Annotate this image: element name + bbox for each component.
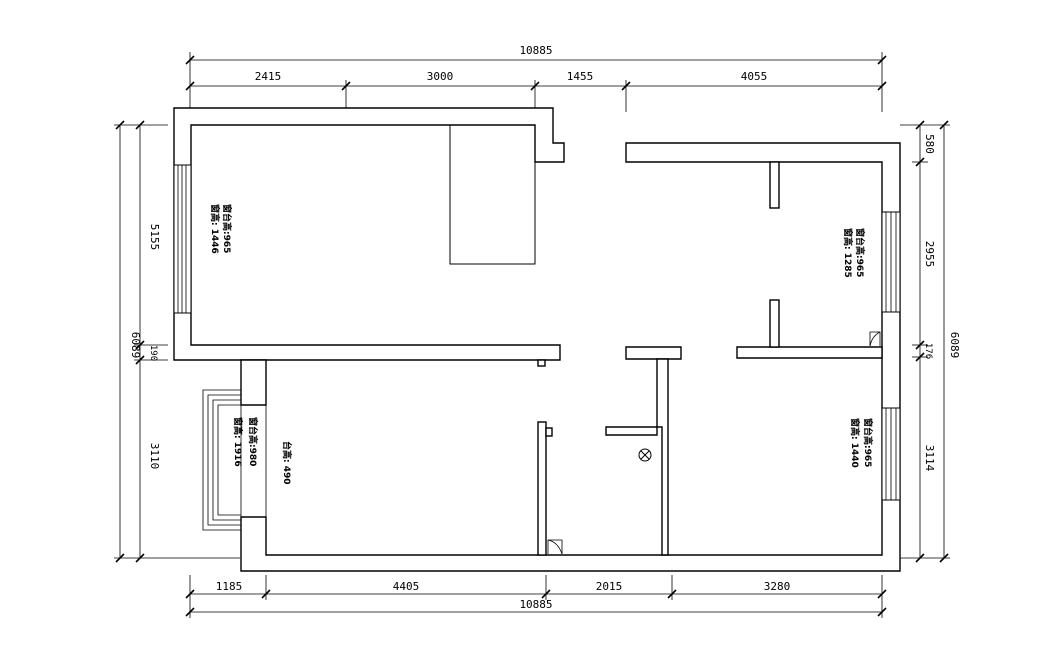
wall-top-left: [173, 107, 565, 361]
top-total-dim: 10885: [519, 44, 552, 57]
door-marker-lower: [547, 539, 563, 554]
note-bedroom-top-right: 窗台高:965 窗高: 1285: [842, 228, 866, 278]
left-dim-3: 3110: [148, 443, 161, 470]
left-dimension-group: 6089 5155 190 3110: [114, 120, 240, 563]
door-marker-right: [869, 331, 881, 346]
bottom-dim-1: 1185: [216, 580, 243, 593]
note-window-2: 窗高: 1285: [842, 228, 854, 278]
balcony-bay: [202, 389, 241, 531]
top-dim-1: 2415: [255, 70, 282, 83]
left-dim-1: 5155: [148, 224, 161, 251]
light-fixture-icon: [638, 448, 652, 462]
left-dim-2: 190: [148, 345, 158, 361]
right-dim-3: 176: [923, 343, 933, 359]
wall-middle-short: [625, 346, 682, 360]
note-window-3: 窗高: 1916: [232, 417, 244, 467]
note-sill-2: 窗台高:965: [854, 228, 866, 277]
right-dim-4: 3114: [923, 445, 936, 472]
right-total-dim: 6089: [948, 332, 961, 359]
wall-bathroom: [605, 358, 669, 556]
bottom-dim-2: 4405: [393, 580, 420, 593]
top-dimension-group: 10885 2415 3000 1455 4055: [185, 44, 887, 112]
top-dim-2: 3000: [427, 70, 454, 83]
bottom-dimension-group: 1185 4405 2015 3280 10885: [185, 575, 887, 618]
bottom-total-dim: 10885: [519, 598, 552, 611]
walls: [173, 107, 901, 572]
note-window-4: 窗高: 1440: [849, 418, 861, 468]
right-dim-1: 580: [923, 134, 936, 154]
wardrobe: [449, 124, 536, 265]
left-total-dim: 6089: [129, 332, 142, 359]
note-sill-1: 窗台高:965: [221, 204, 233, 253]
note-sill-4: 窗台高:965: [862, 418, 874, 467]
note-platform-height: 台高: 490: [281, 441, 293, 485]
wall-left-partition: [537, 421, 547, 556]
top-dim-3: 1455: [567, 70, 594, 83]
wall-left-lower: [240, 359, 267, 406]
bottom-dim-3: 2015: [596, 580, 623, 593]
right-dim-2: 2955: [923, 241, 936, 268]
bottom-dim-4: 3280: [764, 580, 791, 593]
note-bedroom-top-left: 窗台高:965 窗高: 1446: [209, 204, 233, 254]
note-bedroom-bottom-right: 窗台高:965 窗高: 1440: [849, 418, 874, 468]
note-window-1: 窗高: 1446: [209, 204, 221, 254]
wall-right-mid: [736, 346, 883, 359]
top-dim-4: 4055: [741, 70, 768, 83]
note-balcony: 窗台高:980 窗高: 1916: [232, 417, 259, 467]
note-sill-3: 窗台高:980: [247, 417, 259, 466]
wall-stub-lower: [769, 299, 780, 348]
wall-stub-upper: [769, 161, 780, 209]
right-dimension-group: 580 2955 176 3114 6089: [900, 120, 961, 563]
